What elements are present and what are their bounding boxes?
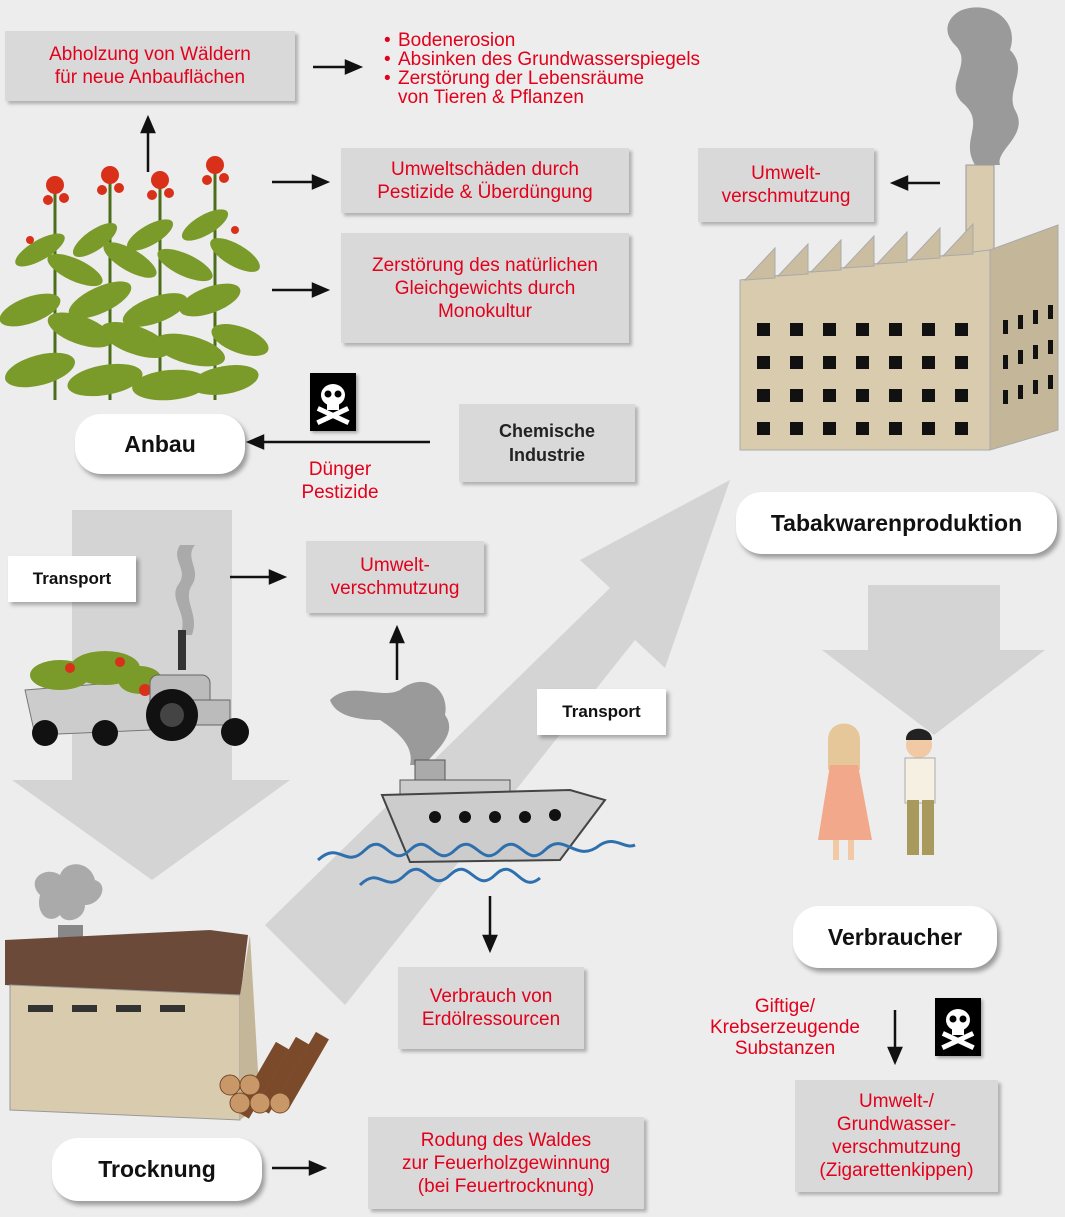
ship-illustration: [316, 681, 636, 887]
factory-illustration: [739, 7, 1059, 451]
chemical-inputs-label: Dünger Pestizide: [301, 459, 379, 503]
consequence-item: Absinken des Grundwasserspiegels: [384, 50, 700, 69]
stage-tabakwarenproduktion: Tabakwarenproduktion: [736, 492, 1057, 554]
factory-pollution-box: Umwelt- verschmutzung: [698, 148, 874, 222]
tobacco-plants-illustration: [0, 156, 269, 401]
groundwater-pollution-box: Umwelt-/ Grundwasser- verschmutzung (Zig…: [795, 1080, 998, 1192]
stage-verbraucher: Verbraucher: [793, 906, 997, 968]
consequence-item: Zerstörung der Lebensräume von Tieren & …: [384, 69, 700, 107]
stage-trocknung: Trocknung: [52, 1138, 262, 1201]
connector-arrows: [140, 59, 940, 1176]
flow-arrow-production-to-consumer: [822, 585, 1045, 735]
deforestation-consequences-list: Bodenerosion Absinken des Grundwasserspi…: [384, 31, 700, 107]
consequence-item: Bodenerosion: [384, 31, 700, 50]
skull-crossbones-icon: [935, 998, 981, 1056]
tractor-illustration: [24, 545, 249, 746]
deforestation-box: Abholzung von Wäldern für neue Anbaufläc…: [5, 31, 295, 101]
toxic-substances-label: Giftige/ Krebserzeugende Substanzen: [710, 996, 860, 1059]
monoculture-box: Zerstörung des natürlichen Gleichgewicht…: [341, 233, 629, 343]
consumers-illustration: [818, 723, 936, 860]
firewood-clearing-box: Rodung des Waldes zur Feuerholzgewinnung…: [368, 1117, 644, 1209]
stage-anbau: Anbau: [75, 414, 245, 474]
chemical-industry-box: Chemische Industrie: [459, 404, 635, 482]
oil-consumption-box: Verbrauch von Erdölressourcen: [398, 967, 584, 1049]
skull-crossbones-icon: [310, 373, 356, 431]
transport-pollution-box: Umwelt- verschmutzung: [306, 541, 484, 613]
pesticide-damage-box: Umweltschäden durch Pestizide & Überdüng…: [341, 148, 629, 213]
transport-sea-label: Transport: [537, 689, 666, 735]
flow-arrow-trocknung-to-production: [265, 480, 730, 1005]
drying-barn-illustration: [5, 864, 329, 1121]
transport-land-label: Transport: [8, 556, 136, 602]
